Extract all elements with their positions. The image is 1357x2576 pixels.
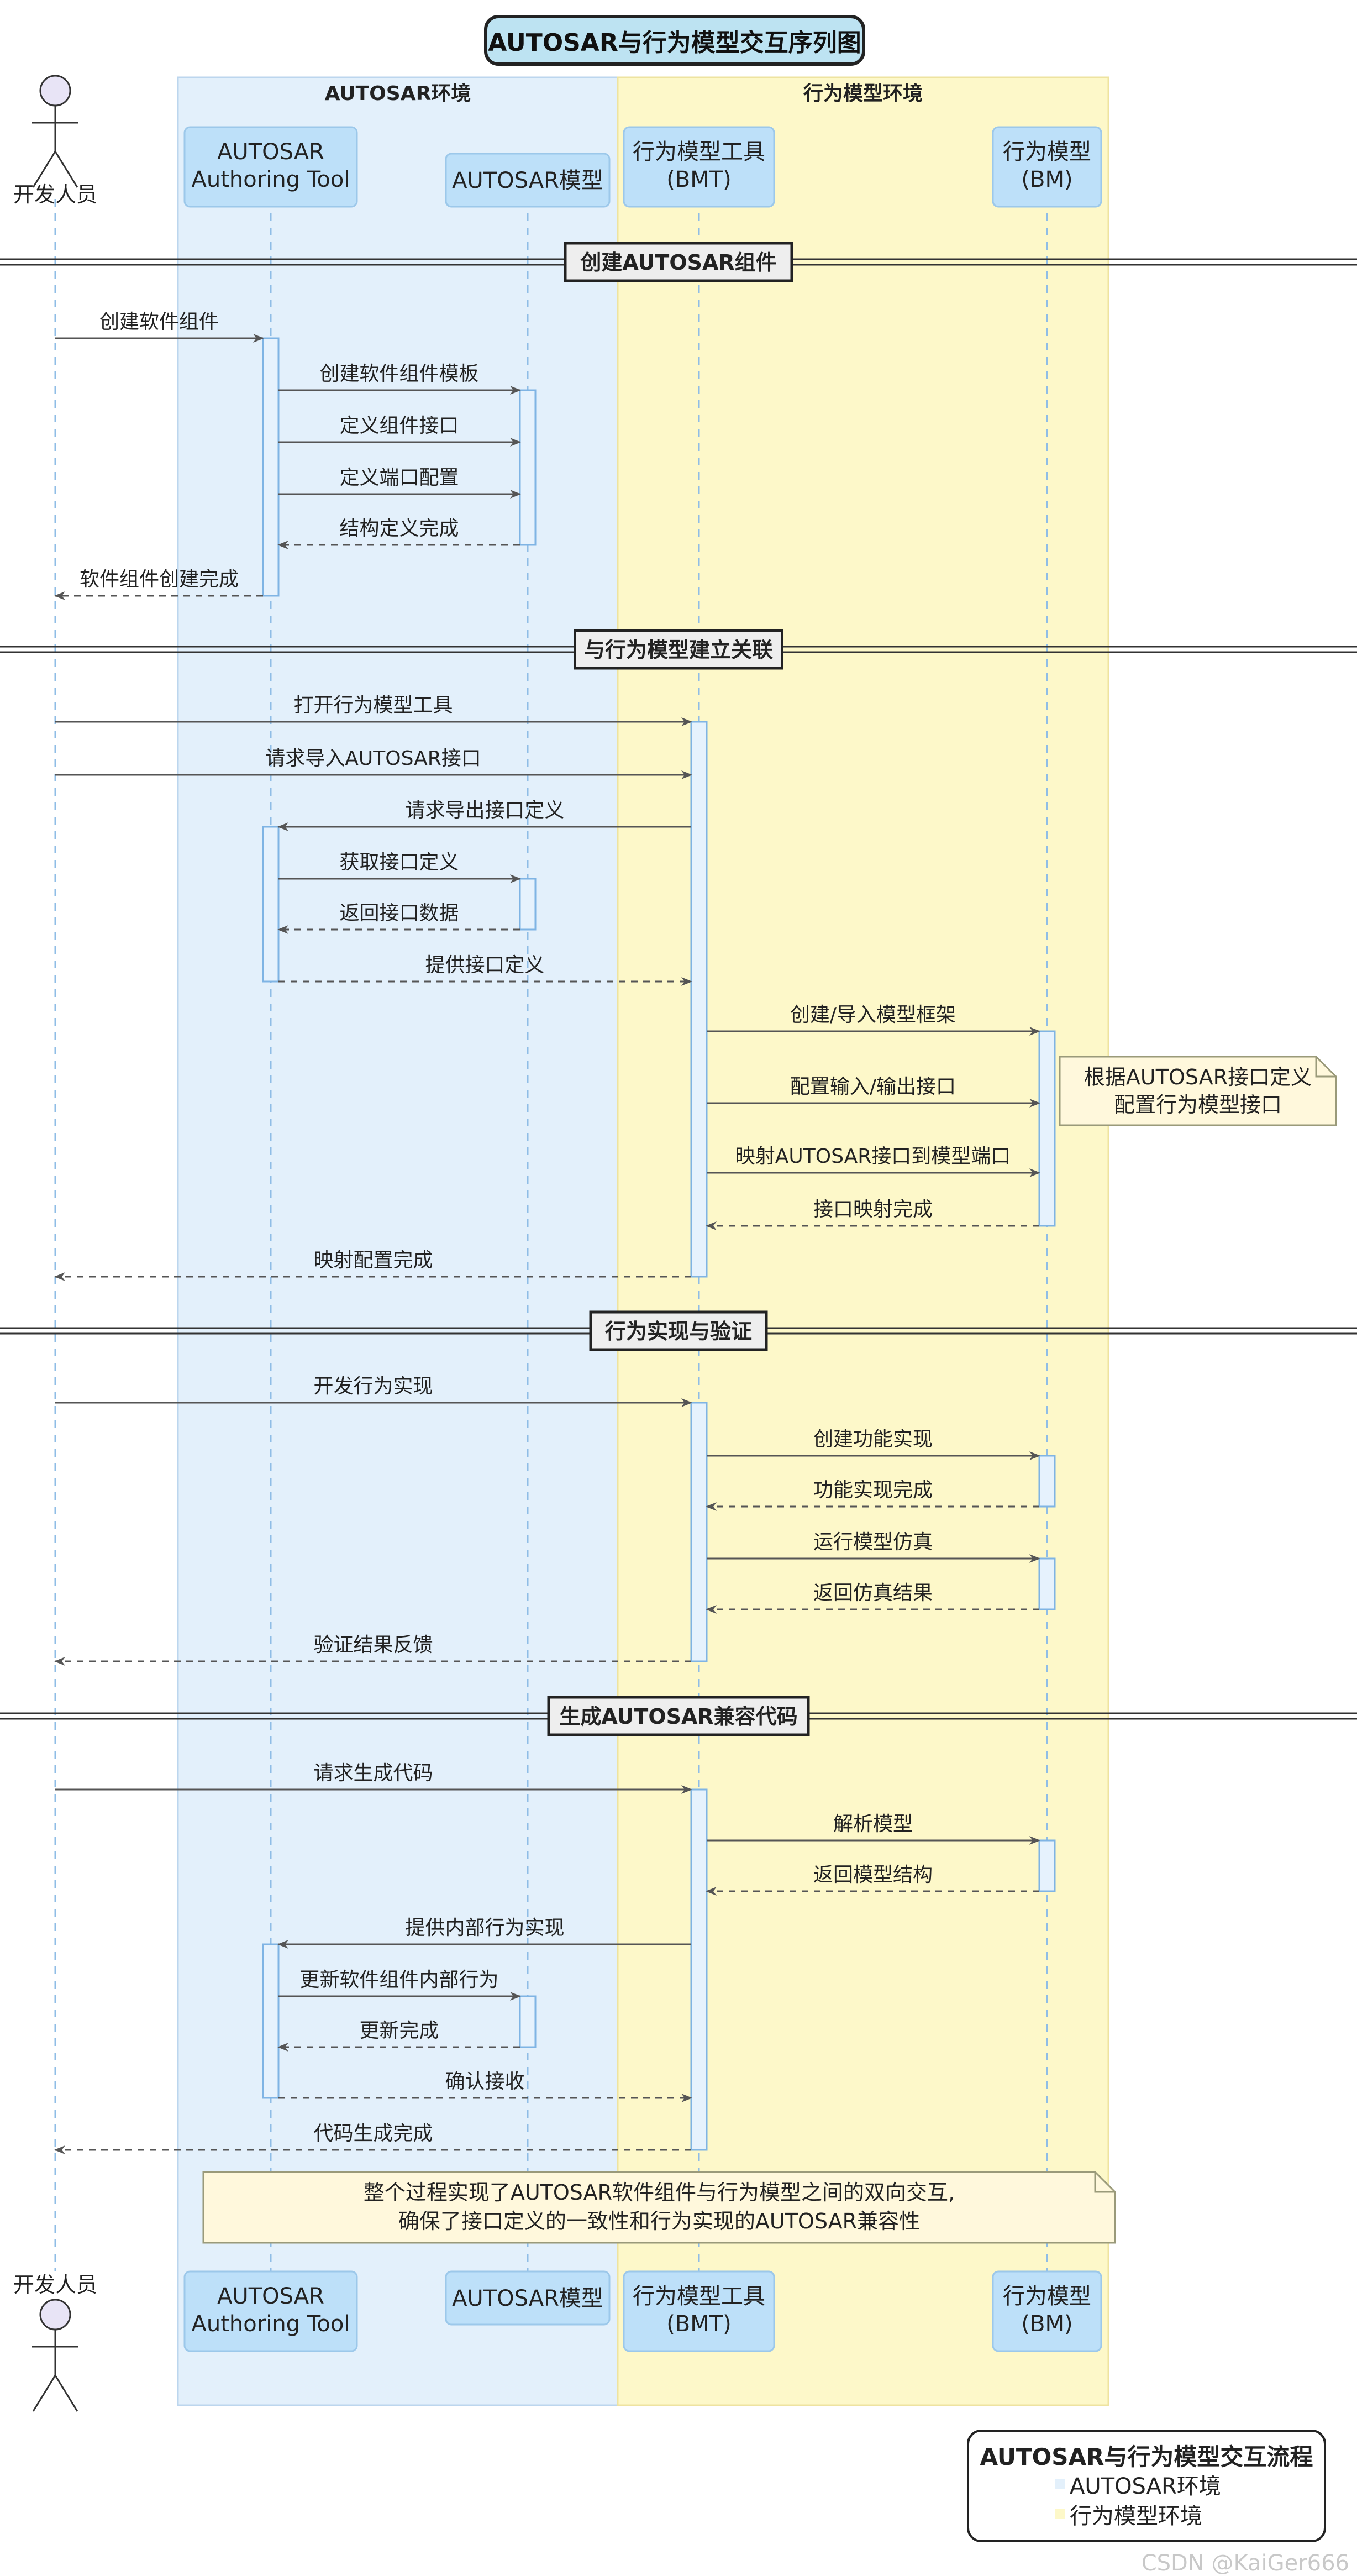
diagram-title: AUTOSAR与行为模型交互序列图 [484, 15, 865, 66]
actor-label-top: 开发人员 [13, 182, 97, 207]
message-label: 创建/导入模型框架 [790, 1004, 956, 1026]
participant-bm-top [992, 126, 1102, 208]
section-label-box [547, 1696, 810, 1736]
activation-bar [519, 389, 537, 546]
message-label: 创建功能实现 [813, 1428, 933, 1451]
activation-bar [262, 337, 280, 597]
message-label: 功能实现完成 [813, 1479, 933, 1502]
message-label: 结构定义完成 [339, 517, 459, 540]
message-label: 软件组件创建完成 [80, 568, 239, 591]
actor-developer-bottom [32, 2299, 78, 2412]
participant-label-bmt: 行为模型工具(BMT) [633, 2284, 765, 2337]
section-label-box [564, 242, 793, 282]
activation-bar [262, 1943, 280, 2099]
message-label: 请求导出接口定义 [405, 799, 564, 822]
activation-bar [1038, 1839, 1056, 1892]
actor-developer-top [32, 75, 78, 188]
activation-bar [1038, 1455, 1056, 1508]
message-label: 确认接收 [445, 2070, 524, 2093]
section-label: 生成AUTOSAR兼容代码 [559, 1704, 797, 1729]
section-label: 创建AUTOSAR组件 [580, 250, 776, 275]
activation-bar [690, 1788, 708, 2151]
participant-model-bottom [445, 2270, 611, 2326]
participant-label-bm: 行为模型(BM) [1003, 2284, 1091, 2337]
message-label: 更新完成 [359, 2019, 439, 2042]
zone-autosar [177, 76, 619, 2406]
participant-bmt-bottom [623, 2270, 775, 2352]
message-label: 请求导入AUTOSAR接口 [265, 747, 481, 770]
message-label: 提供接口定义 [425, 954, 544, 977]
legend-swatch [1055, 2509, 1065, 2519]
participant-bm-bottom [992, 2270, 1102, 2352]
section-label-box [574, 629, 783, 670]
note-interface [1059, 1056, 1337, 1126]
note-fold [1094, 2172, 1115, 2193]
actor-label-bottom: 开发人员 [13, 2273, 97, 2297]
participant-label-bmt: 行为模型工具(BMT) [633, 139, 765, 192]
message-label: 开发行为实现 [313, 1375, 433, 1398]
message-label: 更新软件组件内部行为 [299, 1969, 498, 1991]
message-label: 请求生成代码 [313, 1762, 433, 1785]
message-label: 获取接口定义 [339, 851, 459, 874]
participant-bmt-top [623, 126, 775, 208]
message-label: 映射配置完成 [313, 1249, 433, 1272]
message-label: 代码生成完成 [313, 2122, 433, 2145]
participant-tool-bottom [183, 2270, 358, 2352]
message-label: 打开行为模型工具 [293, 694, 453, 717]
activation-bar [519, 1995, 537, 2048]
note-fold [1315, 1057, 1336, 1078]
legend-item-label: 行为模型环境 [1070, 2504, 1202, 2529]
message-label: 定义组件接口 [339, 415, 459, 437]
message-label: 创建软件组件模板 [319, 363, 478, 385]
participant-model-top [445, 153, 611, 208]
participant-label-model: AUTOSAR模型 [452, 168, 603, 193]
participant-tool-top [183, 126, 358, 208]
message-label: 返回模型结构 [813, 1864, 933, 1886]
message-label: 解析模型 [833, 1813, 913, 1835]
note-summary-text: 整个过程实现了AUTOSAR软件组件与行为模型之间的双向交互,确保了接口定义的一… [364, 2180, 955, 2233]
message-label: 创建软件组件 [99, 311, 219, 333]
section-label: 行为实现与验证 [605, 1319, 752, 1344]
legend-title: AUTOSAR与行为模型交互流程 [980, 2443, 1313, 2470]
message-label: 运行模型仿真 [813, 1531, 933, 1554]
activation-bar [1038, 1557, 1056, 1610]
message-label: 验证结果反馈 [313, 1634, 433, 1656]
watermark: CSDN @KaiGer666 [1141, 2551, 1349, 2576]
note-interface-text: 根据AUTOSAR接口定义配置行为模型接口 [1084, 1065, 1312, 1117]
participant-label-bm: 行为模型(BM) [1003, 139, 1091, 192]
note-summary [202, 2171, 1116, 2244]
message-label: 接口映射完成 [813, 1198, 933, 1221]
message-label: 映射AUTOSAR接口到模型端口 [735, 1145, 1011, 1168]
participant-label-model: AUTOSAR模型 [452, 2286, 603, 2311]
message-label: 配置输入/输出接口 [790, 1075, 956, 1098]
legend-item-label: AUTOSAR环境 [1070, 2474, 1221, 2499]
zone-label-autosar: AUTOSAR环境 [325, 82, 471, 105]
message-label: 返回接口数据 [339, 902, 459, 925]
message-label: 提供内部行为实现 [405, 1917, 564, 1939]
legend-swatch [1055, 2479, 1065, 2489]
section-label-box [589, 1310, 768, 1351]
activation-bar [519, 878, 537, 931]
activation-bar [690, 1402, 708, 1662]
zone-label-behavior: 行为模型环境 [803, 82, 923, 105]
message-label: 定义端口配置 [339, 466, 459, 489]
activation-bar [690, 721, 708, 1278]
section-label: 与行为模型建立关联 [584, 638, 773, 662]
message-label: 返回仿真结果 [813, 1582, 933, 1604]
activation-bar [1038, 1030, 1056, 1227]
activation-bar [262, 826, 280, 983]
